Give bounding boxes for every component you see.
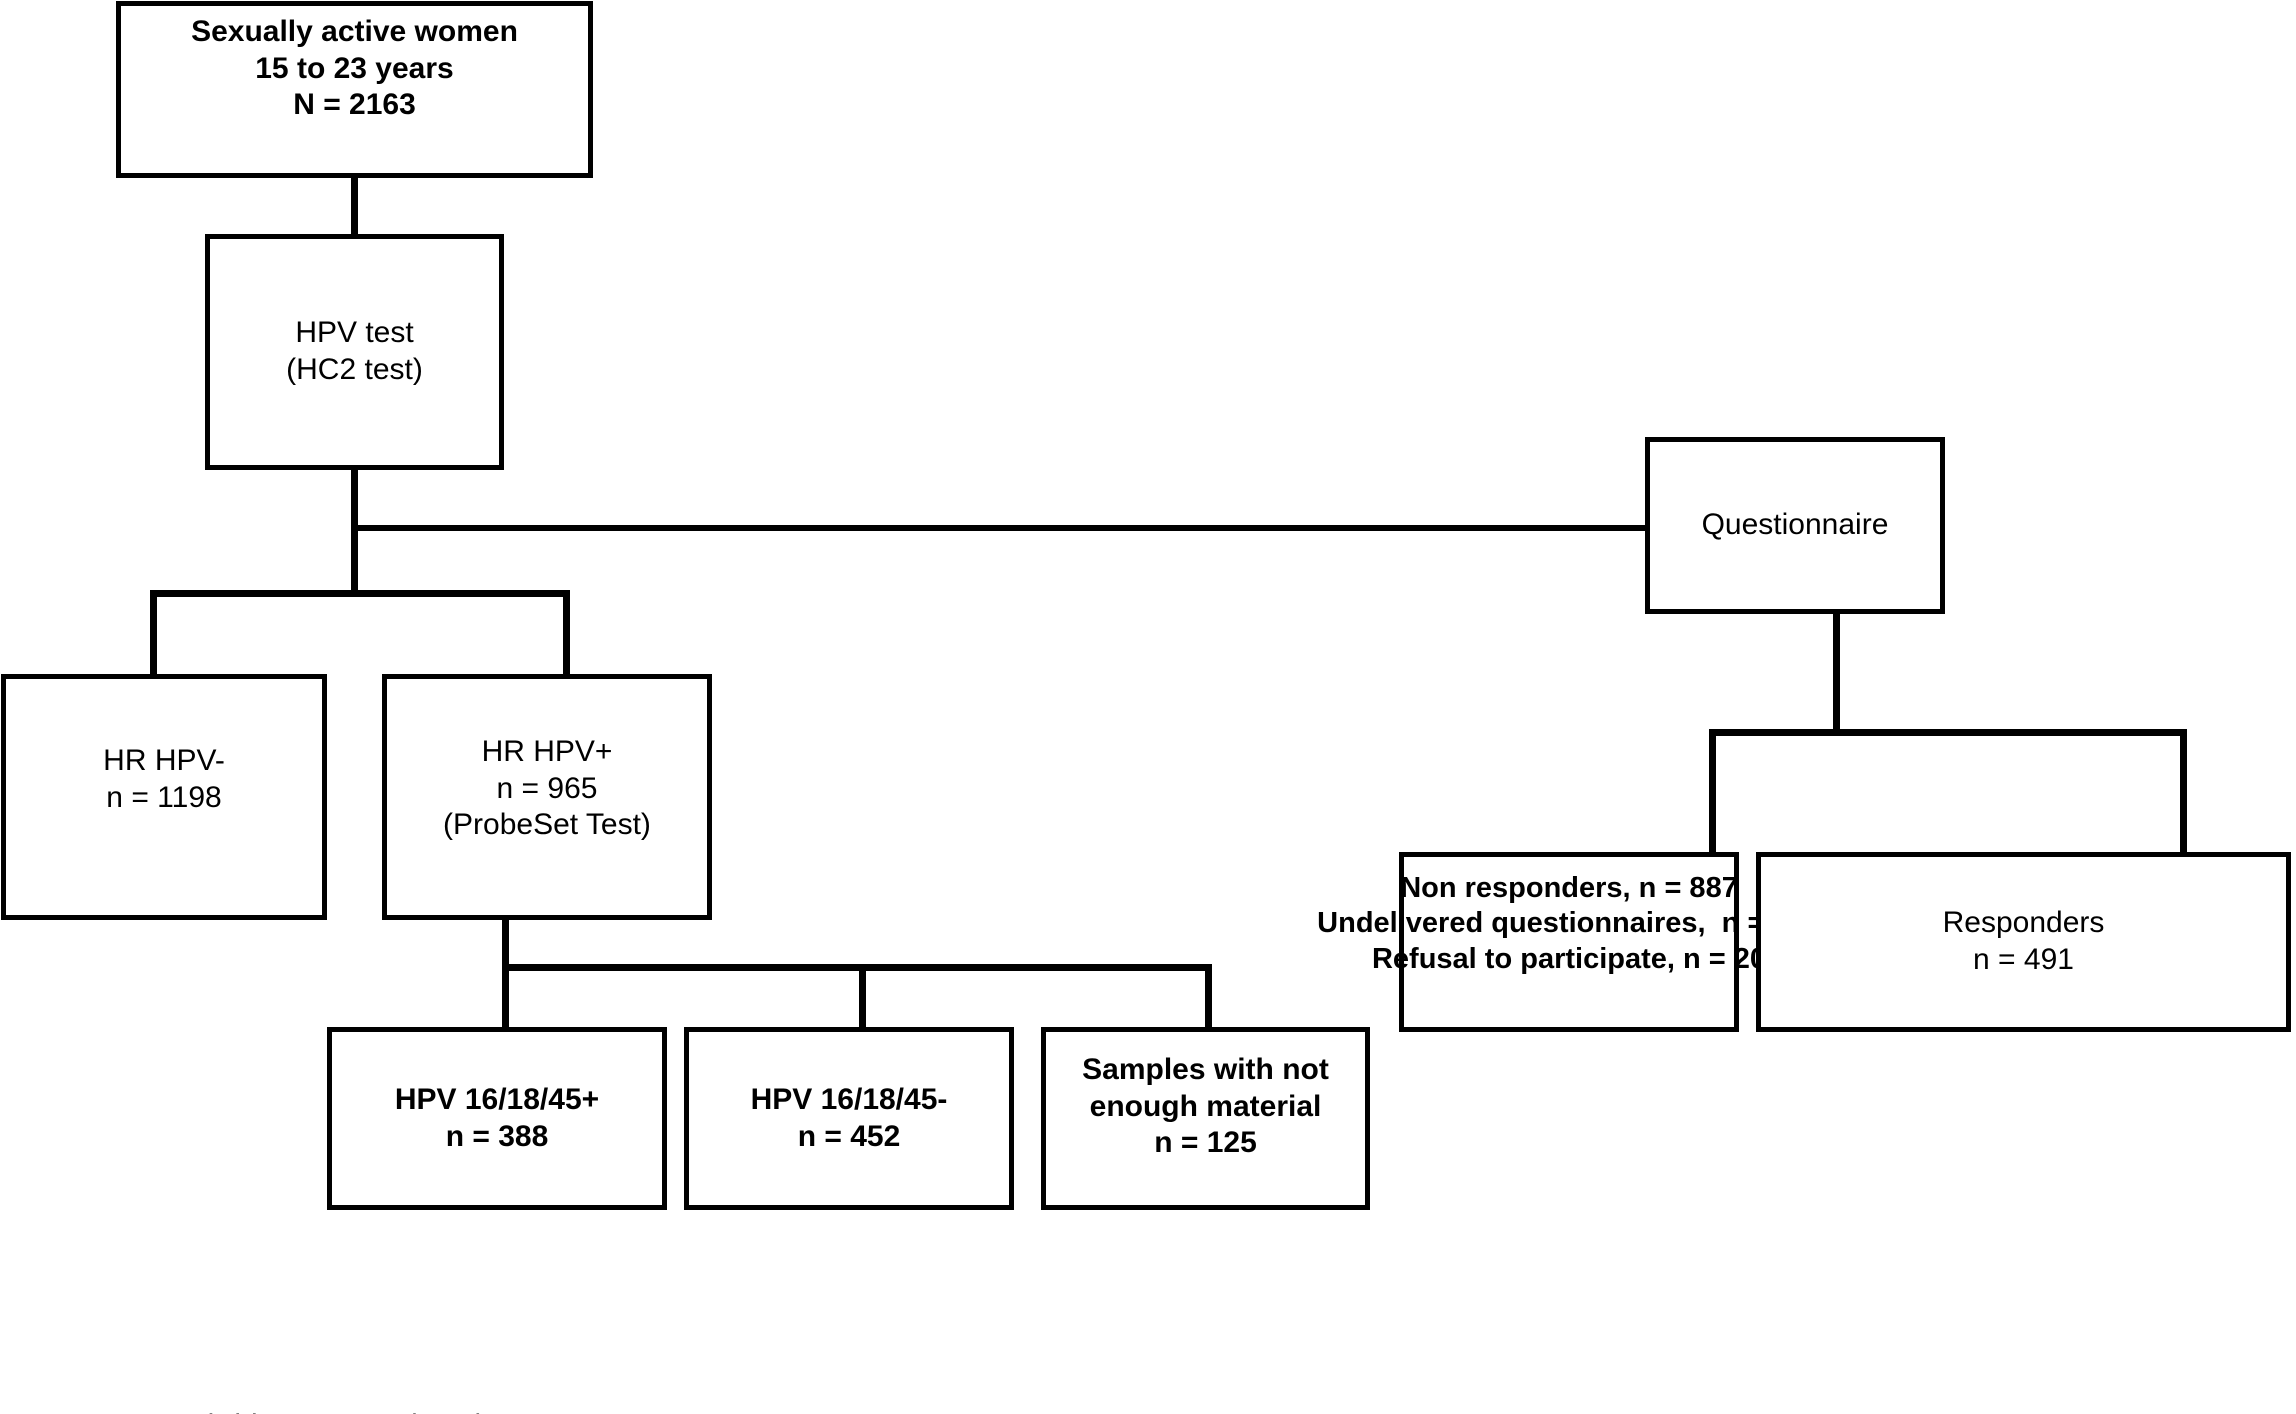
node-non-responders[interactable]: Non responders, n = 887 Undelivered ques… [1317, 852, 1821, 1032]
connector-to-insufficient-samples [1205, 964, 1212, 1030]
node-responders[interactable]: Responders n = 491 [1756, 852, 2291, 1032]
node-hr-hpv-negative-line-1: HR HPV- [103, 744, 225, 777]
node-non-responders-line-1: Non responders, n = 887 [1400, 872, 1738, 904]
node-hpv-genotype-negative-line-2: n = 452 [797, 1119, 901, 1153]
connector-genotype-split-bar [502, 964, 1212, 971]
node-insufficient-samples-line-3: n = 125 [1154, 1126, 1257, 1160]
node-hr-hpv-positive[interactable]: HR HPV+ n = 965 (ProbeSet Test) [382, 674, 712, 920]
node-responders-line-1: Responders [1942, 906, 2105, 940]
node-hpv-test-line-1: HPV test [295, 316, 414, 350]
node-insufficient-samples-line-2: enough material [1089, 1089, 1322, 1123]
footnote-abbreviations: Hybrid Capture 2 (HC2) Human papillomavi… [171, 1328, 566, 1414]
node-hpv-genotype-negative[interactable]: HPV 16/18/45- n = 452 [684, 1027, 1014, 1210]
node-hpv-genotype-negative-line-1: HPV 16/18/45- [750, 1082, 948, 1116]
node-cohort[interactable]: Sexually active women 15 to 23 years N =… [116, 1, 593, 178]
node-hpv-genotype-negative-lines: HPV 16/18/45- n = 452 [689, 1082, 1009, 1155]
node-non-responders-lines: Non responders, n = 887 Undelivered ques… [1317, 871, 1821, 977]
node-non-responders-line-2: Undelivered questionnaires, n = 620 [1317, 907, 1821, 940]
connector-to-non-responders [1709, 729, 1716, 855]
node-questionnaire[interactable]: Questionnaire [1645, 437, 1945, 614]
connector-hpv-test-stem [351, 468, 358, 596]
node-hr-hpv-positive-line-2: n = 965 [496, 771, 598, 805]
connector-to-hpv-genotype-pos [502, 964, 509, 1030]
node-hr-hpv-negative-lines: HR HPV- n = 1198 [6, 743, 322, 816]
connector-to-responders [2180, 729, 2187, 855]
node-hpv-test[interactable]: HPV test (HC2 test) [205, 234, 504, 470]
node-hpv-genotype-positive-lines: HPV 16/18/45+ n = 388 [332, 1082, 662, 1155]
node-hpv-genotype-positive[interactable]: HPV 16/18/45+ n = 388 [327, 1027, 667, 1210]
node-questionnaire-lines: Questionnaire [1650, 507, 1940, 544]
node-insufficient-samples[interactable]: Samples with not enough material n = 125 [1041, 1027, 1370, 1210]
node-hpv-genotype-positive-line-1: HPV 16/18/45+ [394, 1082, 600, 1116]
connector-hpv-split-bar [150, 590, 570, 597]
footnote-line-1: Hybrid Capture 2 (HC2) [171, 1406, 566, 1414]
node-cohort-line-2: 15 to 23 years [255, 51, 454, 85]
connector-cohort-to-hpv-test [351, 176, 358, 238]
node-questionnaire-line-1: Questionnaire [1701, 508, 1889, 542]
node-cohort-lines: Sexually active women 15 to 23 years N =… [121, 14, 588, 124]
node-hr-hpv-positive-lines: HR HPV+ n = 965 (ProbeSet Test) [387, 734, 707, 844]
node-hr-hpv-negative[interactable]: HR HPV- n = 1198 [1, 674, 327, 920]
node-non-responders-line-3: Refusal to participate, n = 20 [1371, 942, 1767, 975]
connector-hr-hpv-pos-stem [502, 918, 509, 970]
node-hr-hpv-positive-line-3: (ProbeSet Test) [443, 808, 651, 842]
connector-to-hr-hpv-pos [563, 590, 570, 676]
node-hr-hpv-negative-line-2: n = 1198 [106, 780, 222, 814]
node-insufficient-samples-lines: Samples with not enough material n = 125 [1046, 1052, 1365, 1162]
node-hpv-genotype-positive-line-2: n = 388 [445, 1119, 549, 1153]
connector-hpv-test-to-questionnaire [351, 525, 1647, 531]
node-cohort-line-3: N = 2163 [293, 88, 416, 122]
connector-questionnaire-stem [1833, 613, 1840, 735]
connector-to-hr-hpv-neg [150, 590, 157, 676]
connector-questionnaire-split-bar [1709, 729, 2187, 736]
connector-to-hpv-genotype-neg [859, 964, 866, 1030]
node-cohort-line-1: Sexually active women [191, 15, 518, 48]
node-hpv-test-lines: HPV test (HC2 test) [210, 315, 499, 388]
node-hr-hpv-positive-line-1: HR HPV+ [481, 735, 613, 768]
node-responders-line-2: n = 491 [1973, 943, 2074, 976]
node-insufficient-samples-line-1: Samples with not [1082, 1053, 1329, 1086]
node-responders-lines: Responders n = 491 [1761, 905, 2286, 978]
node-hpv-test-line-2: (HC2 test) [286, 353, 423, 386]
